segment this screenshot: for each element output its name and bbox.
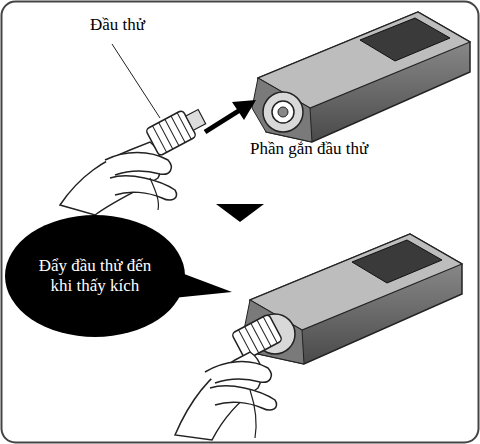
part-label: Đầu thử (90, 14, 200, 35)
push-arrow-head (232, 100, 256, 120)
tester-body (252, 12, 470, 142)
part-label: Phần gắn đầu thử (250, 138, 380, 159)
leader-line (112, 44, 160, 118)
hand-with-probe (60, 110, 206, 215)
bubble-text: Đẩy đầu thử đến khi thấy kích (39, 256, 152, 297)
tester-body (244, 234, 462, 364)
push-arrow (205, 110, 240, 132)
speech-bubble: Đẩy đầu thử đến khi thấy kích (4, 214, 186, 338)
step-arrow (216, 204, 264, 222)
hand-with-probe (175, 314, 283, 440)
